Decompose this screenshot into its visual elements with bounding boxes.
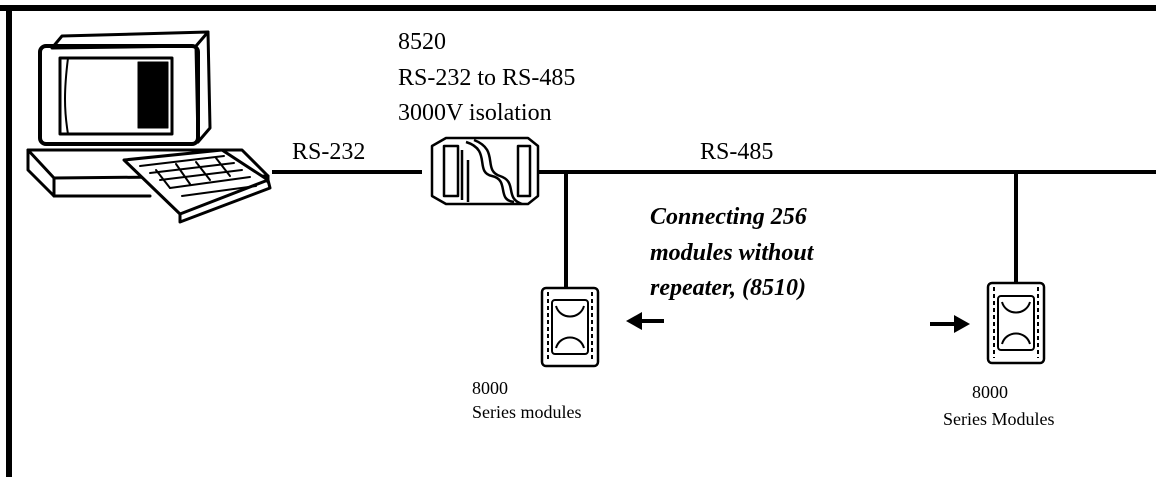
arrow-right-icon bbox=[930, 315, 970, 333]
arrow-left-icon bbox=[626, 312, 664, 330]
computer-icon bbox=[26, 30, 272, 224]
note-line-1: Connecting 256 bbox=[650, 204, 807, 230]
module-icon bbox=[986, 281, 1046, 365]
converter-isolation-label: 3000V isolation bbox=[398, 100, 552, 126]
note-line-3: repeater, (8510) bbox=[650, 275, 806, 301]
converter-8520-icon bbox=[430, 136, 540, 206]
module-icon bbox=[540, 286, 600, 368]
rs485-label: RS-485 bbox=[700, 139, 774, 165]
rs232-label: RS-232 bbox=[292, 139, 366, 165]
converter-description-label: RS-232 to RS-485 bbox=[398, 65, 576, 91]
module-left-model: 8000 bbox=[472, 378, 508, 398]
note-line-2: modules without bbox=[650, 240, 814, 266]
module-left-caption: Series modules bbox=[472, 402, 582, 422]
module-right-caption: Series Modules bbox=[943, 409, 1055, 429]
converter-model-label: 8520 bbox=[398, 29, 446, 55]
module-right-model: 8000 bbox=[972, 382, 1008, 402]
